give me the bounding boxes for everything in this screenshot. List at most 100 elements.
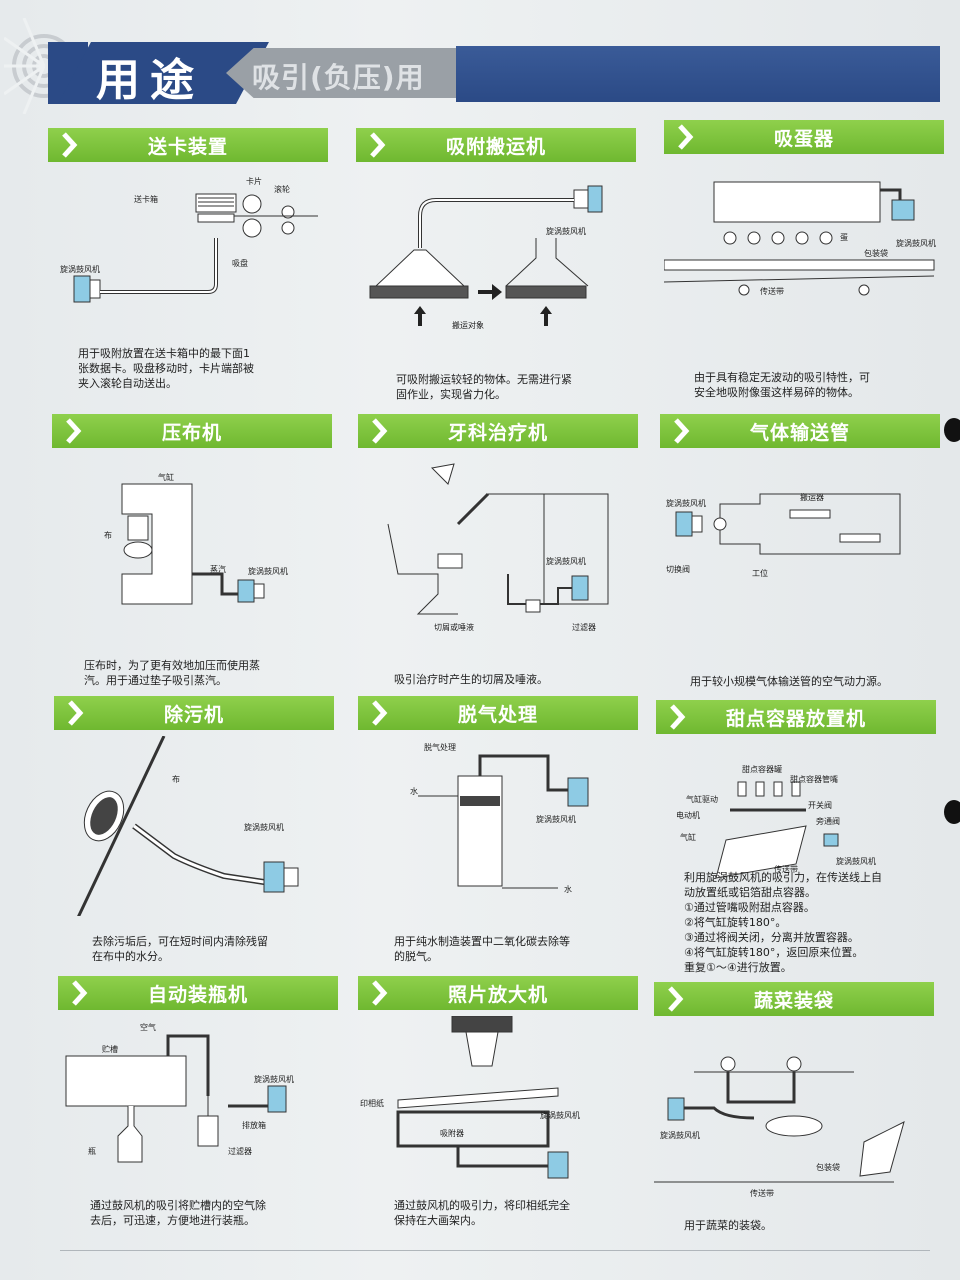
diagram-label: 切屑或唾液: [434, 622, 474, 632]
section-photo-enlarger: 照片放大机 印相纸 旋涡鼓风机 吸附器 通过鼓风机的吸引力，将印相纸完全 保持在…: [358, 976, 648, 1246]
diagram-label: 卡片: [246, 176, 262, 186]
diagram-label: 印相纸: [360, 1098, 384, 1108]
diagram-label: 旋涡鼓风机: [60, 264, 100, 274]
footer-divider: [60, 1250, 930, 1251]
section-title: 照片放大机: [447, 984, 548, 1006]
section-dessert-cup-placer: 甜点容器放置机 甜点容器罐 甜点容器管嘴 气缸驱动 电动机 开关阀 旁通阀 气缸…: [656, 700, 946, 974]
section-title-bar: 自动装瓶机: [58, 976, 338, 1010]
diagram-label: 滚轮: [274, 184, 290, 194]
fan-logo-icon: [4, 18, 74, 114]
section-title-bar: 甜点容器放置机: [656, 700, 936, 734]
chevron-icon: [370, 132, 386, 158]
section-title: 压布机: [161, 422, 222, 444]
section-title: 吸附搬运机: [445, 136, 546, 158]
section-title-bar: 压布机: [52, 414, 332, 448]
section-description: 用于纯水制造装置中二氧化碳去除等 的脱气。: [394, 935, 570, 963]
section-card-feeder: 送卡装置 卡片 送卡箱 滚轮 吸盘 旋涡鼓风机 用于吸附放置在送卡箱中的最下面1…: [48, 128, 338, 398]
page-subtitle: 吸引(负压)用: [252, 61, 425, 94]
diagram-label: 搬运器: [800, 492, 824, 502]
diagram-egg-suction: 蛋 包装袋 旋涡鼓风机 传送带: [664, 181, 936, 296]
chevron-icon: [372, 700, 388, 726]
diagram-label: 布: [172, 774, 180, 784]
chevron-icon: [68, 700, 84, 726]
section-title: 送卡装置: [147, 136, 228, 158]
section-description: 通过鼓风机的吸引将贮槽内的空气除 去后，可迅速，方便地进行装瓶。: [90, 1199, 266, 1227]
section-title-bar: 牙科治疗机: [358, 414, 638, 448]
diagram-gas-pipe: 旋涡鼓风机 搬运器 切换阀 工位: [666, 492, 901, 578]
section-cloth-press: 压布机 气缸 布 蒸汽 旋涡鼓风机 压布时，为了更有效地加压而使用蒸 汽。用于通…: [52, 414, 342, 687]
section-description: 去除污垢后，可在短时间内清除残留 在布中的水分。: [92, 935, 268, 963]
diagram-suction-conveyor: 旋涡鼓风机 搬运对象: [369, 185, 603, 330]
diagram-label: 气缸: [680, 832, 696, 842]
diagram-label: 过滤器: [228, 1146, 252, 1156]
chevron-icon: [62, 132, 78, 158]
diagram-label: 工位: [752, 568, 768, 578]
section-title: 除污机: [163, 704, 224, 726]
chevron-icon: [66, 418, 82, 444]
section-title: 气体输送管: [749, 422, 850, 444]
section-gas-pipe: 气体输送管 旋涡鼓风机 搬运器 切换阀 工位 用于较小规模气体输送管的空气动力源…: [660, 414, 950, 688]
page-title: 用途: [96, 55, 204, 106]
section-title-bar: 气体输送管: [660, 414, 940, 448]
diagram-label: 旋涡鼓风机: [248, 566, 288, 576]
diagram-label: 水: [410, 786, 418, 796]
section-auto-bottling: 自动装瓶机 空气 贮槽 旋涡鼓风机 排放箱 瓶 过滤器 通过鼓风机的吸引将贮槽内…: [58, 976, 348, 1246]
diagram-label: 传送带: [750, 1188, 774, 1198]
diagram-label: 电动机: [676, 810, 700, 820]
section-title-bar: 除污机: [54, 696, 334, 730]
diagram-label: 吸盘: [232, 258, 248, 268]
section-description: 由于具有稳定无波动的吸引特性，可 安全地吸附像蛋这样易碎的物体。: [694, 371, 870, 399]
diagram-label: 旋涡鼓风机: [666, 498, 706, 508]
diagram-label: 贮槽: [102, 1044, 118, 1054]
chevron-icon: [372, 418, 388, 444]
section-title: 牙科治疗机: [447, 422, 548, 444]
section-decontamination: 除污机 布 旋涡鼓风机 去除污垢后，可在短时间内清除残留 在布中的水分。: [54, 696, 344, 966]
diagram-auto-bottling: 空气 贮槽 旋涡鼓风机 排放箱 瓶 过滤器: [65, 1022, 294, 1163]
diagram-label: 旋涡鼓风机: [536, 814, 576, 824]
diagram-label: 甜点容器罐: [742, 764, 782, 774]
section-description: 用于吸附放置在送卡箱中的最下面1 张数据卡。吸盘移动时，卡片端部被 夹入滚轮自动…: [78, 347, 254, 390]
diagram-label: 旋涡鼓风机: [254, 1074, 294, 1084]
section-title-bar: 照片放大机: [358, 976, 638, 1010]
chevron-icon: [72, 980, 88, 1006]
chevron-icon: [674, 418, 690, 444]
diagram-decontamination: 布 旋涡鼓风机: [77, 736, 299, 916]
diagram-label: 甜点容器管嘴: [790, 774, 838, 784]
binder-hole: [944, 800, 960, 824]
section-dental-unit: 牙科治疗机 旋涡鼓风机 切屑或唾液 过滤器 吸引治疗时产生的切屑及唾液。: [358, 414, 648, 686]
diagram-label: 吸附器: [440, 1128, 464, 1138]
diagram-label: 旋涡鼓风机: [836, 856, 876, 866]
section-suction-conveyor: 吸附搬运机 旋涡鼓风机 搬运对象 可吸附搬运较轻的物体。无需进行紧 固作业，实现…: [356, 128, 646, 401]
binder-hole: [944, 418, 960, 442]
section-vegetable-bagging: 蔬菜装袋 旋涡鼓风机 包装袋 传送带 用于蔬菜的装袋。: [654, 982, 944, 1252]
diagram-label: 过滤器: [572, 622, 596, 632]
diagram-label: 旋涡鼓风机: [660, 1130, 700, 1140]
diagram-label: 包装袋: [816, 1162, 840, 1172]
diagram-label: 气缸: [158, 472, 174, 482]
section-title: 吸蛋器: [773, 128, 834, 150]
section-title-bar: 吸蛋器: [664, 120, 944, 154]
diagram-dessert-cup-placer: 甜点容器罐 甜点容器管嘴 气缸驱动 电动机 开关阀 旁通阀 气缸 传送带 旋涡鼓…: [676, 764, 876, 879]
diagram-cloth-press: 气缸 布 蒸汽 旋涡鼓风机: [104, 472, 288, 605]
diagram-degassing: 脱气处理 水 旋涡鼓风机 水: [410, 742, 589, 894]
diagram-label: 旋涡鼓风机: [244, 822, 284, 832]
chevron-icon: [668, 986, 684, 1012]
section-title-bar: 吸附搬运机: [356, 128, 636, 162]
section-description: 用于蔬菜的装袋。: [684, 1219, 772, 1232]
diagram-label: 送卡箱: [134, 194, 158, 204]
chevron-icon: [670, 704, 686, 730]
diagram-label: 水: [564, 884, 572, 894]
diagram-photo-enlarger: 印相纸 旋涡鼓风机 吸附器: [360, 1016, 580, 1179]
diagram-label: 开关阀: [808, 800, 832, 810]
diagram-vegetable-bagging: 旋涡鼓风机 包装袋 传送带: [654, 1056, 905, 1198]
header-band: [456, 46, 940, 102]
section-title-bar: 蔬菜装袋: [654, 982, 934, 1016]
section-title: 自动装瓶机: [147, 984, 248, 1006]
diagram-label: 传送带: [774, 864, 798, 874]
section-description: 可吸附搬运较轻的物体。无需进行紧 固作业，实现省力化。: [396, 373, 572, 401]
section-title: 甜点容器放置机: [725, 708, 866, 730]
diagram-label: 旋涡鼓风机: [540, 1110, 580, 1120]
section-description: 利用旋涡鼓风机的吸引力，在传送线上自 动放置纸或铝箔甜点容器。 ①通过管嘴吸附甜…: [684, 871, 882, 974]
diagram-label: 气缸驱动: [686, 794, 718, 804]
